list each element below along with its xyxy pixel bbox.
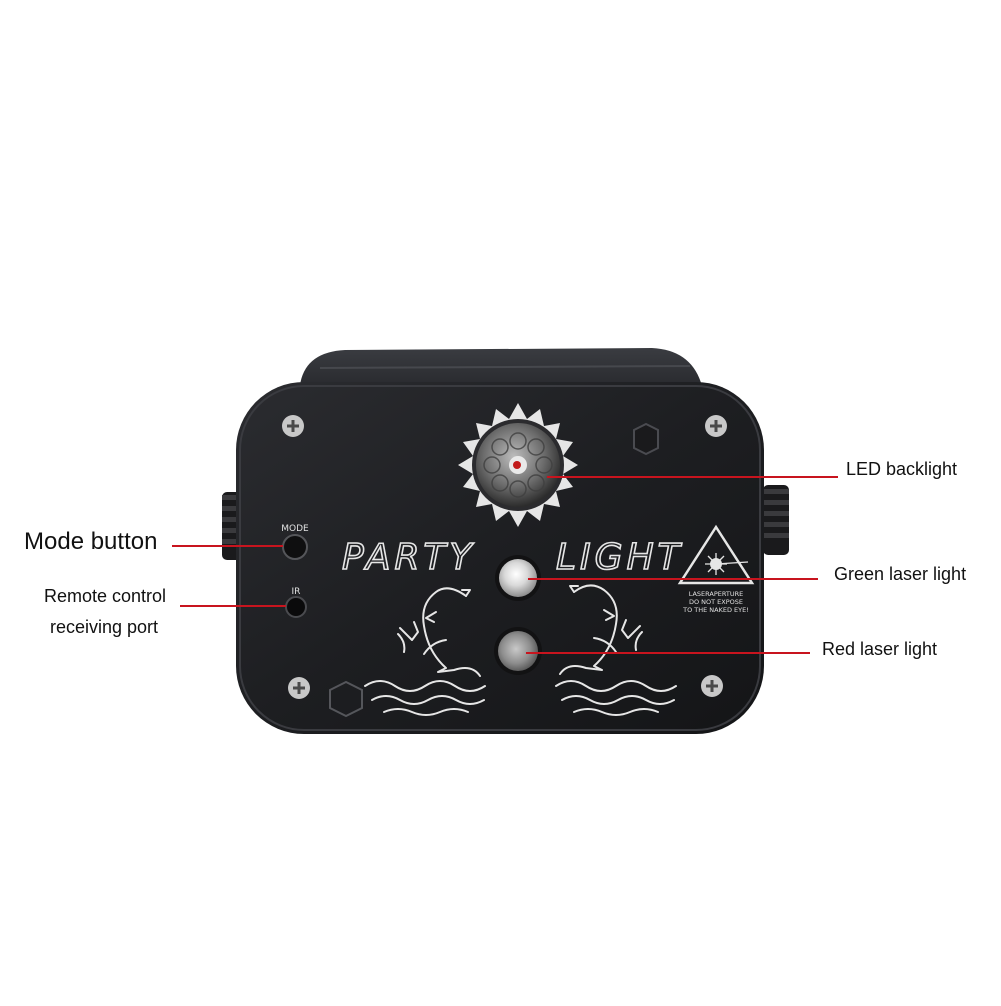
screw-top-left xyxy=(282,415,304,437)
red-laser-aperture xyxy=(494,627,542,675)
hex-marker-bottom xyxy=(329,680,363,718)
callout-remote-line-1: Remote control xyxy=(44,586,167,606)
screw-bottom-right xyxy=(701,675,723,697)
ir-receiver-port xyxy=(285,596,307,618)
callout-mode-button: Mode button xyxy=(24,528,158,555)
hex-sensor-top xyxy=(633,422,659,456)
callout-led-backlight: LED backlight xyxy=(846,459,958,479)
dolphin-engraving-right xyxy=(555,584,677,716)
mode-marking: MODE xyxy=(281,524,309,534)
green-laser-aperture xyxy=(495,555,541,601)
ir-marking: IR xyxy=(292,587,301,597)
warning-line-2: DO NOT EXPOSE xyxy=(689,598,743,606)
right-knob xyxy=(763,485,789,555)
warning-line-1: LASERAPERTURE xyxy=(689,590,744,598)
dolphin-engraving-left xyxy=(364,587,486,716)
mode-button[interactable] xyxy=(282,534,308,560)
warning-line-3: TO THE NAKED EYE! xyxy=(682,606,749,614)
device-front-panel xyxy=(236,382,764,734)
screw-bottom-left xyxy=(288,677,310,699)
laser-warning-sign xyxy=(677,524,755,585)
led-backlight-lens xyxy=(458,403,578,527)
screw-top-right xyxy=(705,415,727,437)
leader-lines xyxy=(172,476,838,654)
brand-text-light: LIGHT xyxy=(556,537,684,578)
callout-green-laser: Green laser light xyxy=(834,564,967,584)
brand-text-party: PARTY xyxy=(342,537,476,578)
callout-red-laser: Red laser light xyxy=(822,639,938,659)
callout-remote-line-2: receiving port xyxy=(50,617,159,637)
